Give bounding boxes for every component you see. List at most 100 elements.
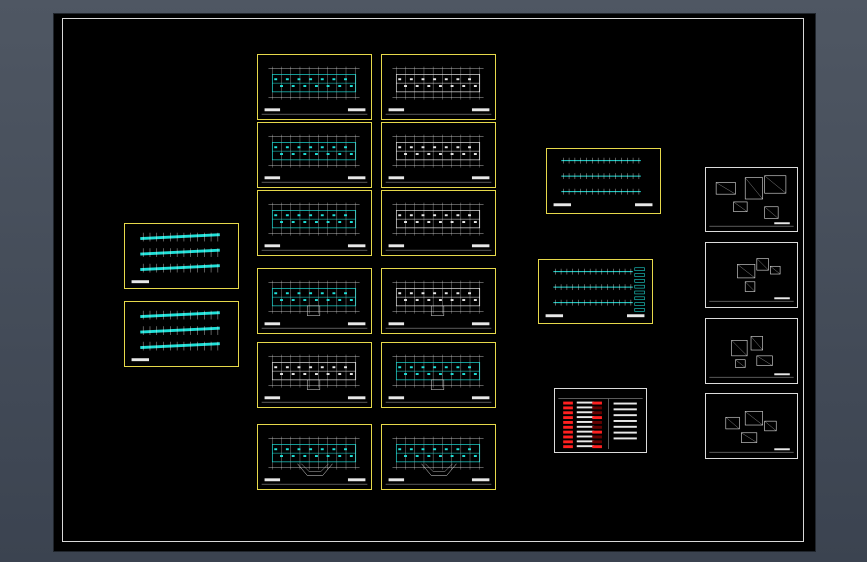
detail-sheet-2[interactable] [705,242,798,308]
equipment-mark [274,292,278,295]
detail-component [731,340,748,357]
stair-block [430,379,445,390]
equipment-mark [309,366,313,369]
equipment-mark [444,214,448,217]
floor-plan-sheet-8[interactable] [381,268,496,334]
sheet-label [471,244,490,248]
equipment-mark [468,78,471,81]
drawing-border [62,18,804,542]
legend-text [576,445,595,448]
floor-plan-sheet-9[interactable] [257,342,372,408]
floor-plan-sheet-4[interactable] [381,122,496,188]
legend-table-sheet[interactable] [554,388,647,453]
equipment-mark [462,299,466,301]
equipment-mark [473,373,477,375]
equipment-mark [338,221,342,223]
equipment-mark [404,299,407,301]
legend-symbol [563,406,573,410]
equipment-mark [427,85,431,87]
equipment-mark [433,448,437,451]
legend-symbol-2 [592,411,602,415]
floor-plan-sheet-7[interactable] [257,268,372,334]
detail-component [756,355,773,366]
equipment-mark [344,214,347,217]
detail-component [764,175,787,194]
system-diagram-sheet-1[interactable] [124,223,239,289]
drawing-label [264,244,281,248]
notes-line [613,420,637,422]
equipment-mark [332,448,336,451]
legend-symbol-2 [592,430,602,434]
equipment-mark [444,366,448,369]
equipment-mark [338,455,342,457]
equipment-mark [421,448,425,451]
detail-hatch [764,206,779,219]
equipment-mark [314,221,318,223]
detail-hatch [764,175,786,194]
detail-sheet-3[interactable] [705,318,798,384]
legend-symbol-2 [592,420,602,424]
detail-hatch [745,411,763,426]
sheet-label [627,314,645,318]
equipment-mark [462,85,466,87]
stair-block [306,379,321,390]
system-diagram-sheet-2[interactable] [124,301,239,367]
equipment-mark [309,146,313,149]
detail-hatch [725,417,740,430]
riser-box [634,290,645,295]
equipment-mark [398,78,402,81]
equipment-mark [285,292,289,295]
equipment-mark [338,85,342,87]
equipment-mark [438,299,442,301]
drawing-label [264,108,281,112]
equipment-mark [398,146,402,149]
floor-plan-sheet-3[interactable] [257,122,372,188]
equipment-mark [349,455,353,457]
floor-plan-sheet-12[interactable] [381,424,496,490]
equipment-mark [303,153,307,155]
legend-symbol [563,440,573,444]
legend-symbol-2 [592,440,602,444]
system-diagram-sheet-4[interactable] [538,259,653,324]
drawing-label [388,244,405,248]
equipment-mark [438,455,442,457]
equipment-mark [332,146,336,149]
building-outline [395,210,481,229]
detail-component [735,359,746,368]
equipment-mark [309,292,313,295]
equipment-mark [338,373,342,375]
floor-plan-sheet-10[interactable] [381,342,496,408]
floor-plan-sheet-6[interactable] [381,190,496,256]
equipment-mark [309,448,313,451]
building-outline [395,444,481,463]
floor-plan-sheet-2[interactable] [381,54,496,120]
detail-hatch [756,258,769,271]
equipment-mark [344,78,347,81]
riser-run [140,233,220,240]
equipment-mark [303,299,307,301]
floor-plan-sheet-1[interactable] [257,54,372,120]
detail-sheet-1[interactable] [705,167,798,232]
legend-symbol [563,435,573,439]
floor-plan-sheet-5[interactable] [257,190,372,256]
detail-component [737,264,756,279]
detail-hatch [733,201,748,212]
system-diagram-sheet-3[interactable] [546,148,661,214]
sheet-label [347,322,366,326]
equipment-mark [427,153,431,155]
floor-plan-sheet-11[interactable] [257,424,372,490]
detail-sheet-4[interactable] [705,393,798,459]
sheet-label [471,478,490,482]
notes-line [613,414,637,417]
equipment-mark [473,221,477,223]
equipment-mark [450,299,454,301]
equipment-mark [415,299,419,301]
equipment-mark [415,455,419,457]
detail-component [756,258,769,271]
equipment-mark [444,146,448,149]
equipment-mark [280,373,283,375]
legend-text [576,430,595,433]
detail-component [750,336,763,351]
riser-box [634,267,645,271]
equipment-mark [462,221,466,223]
